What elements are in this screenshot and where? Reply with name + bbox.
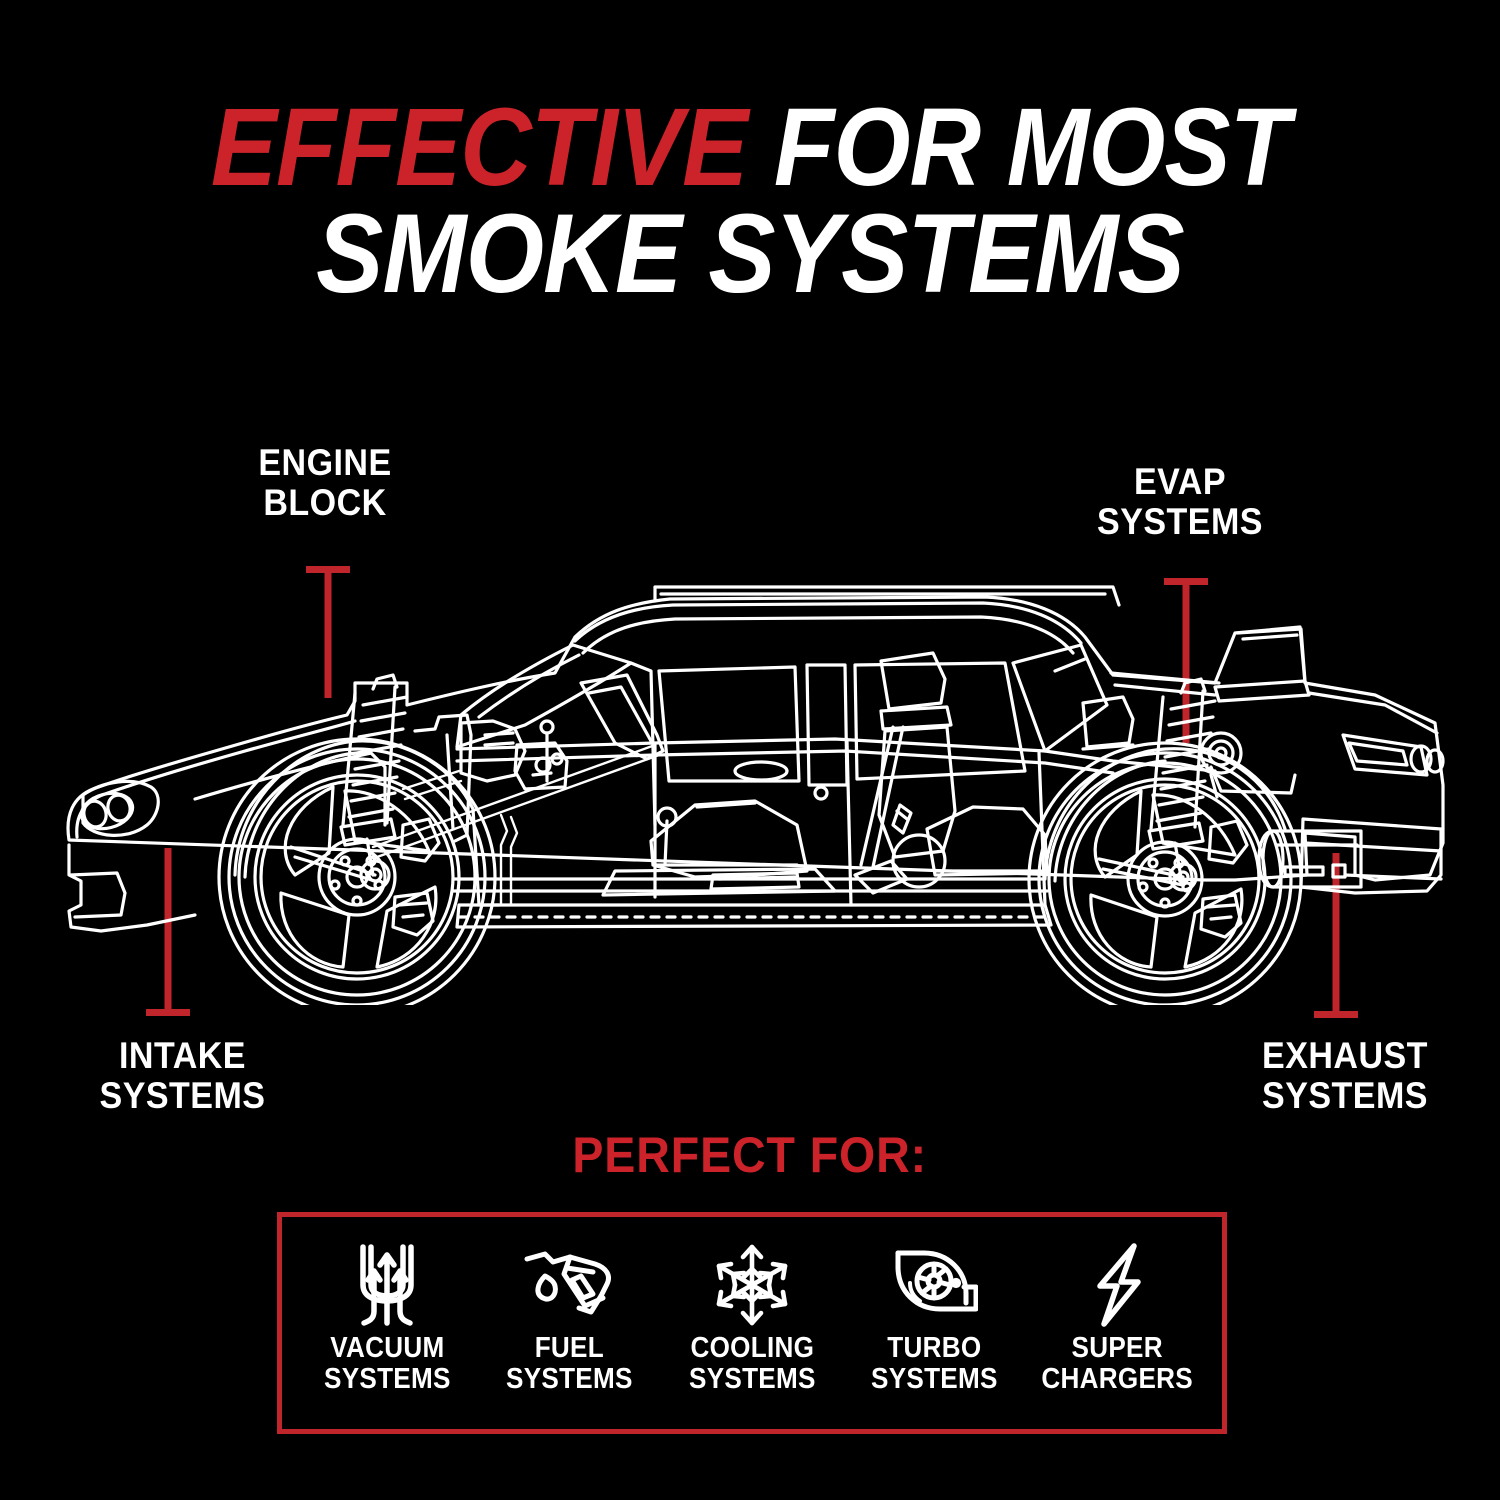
perfect-for-box: VACUUM SYSTEMS FUEL SYSTEMS xyxy=(277,1212,1227,1434)
lightning-bolt-icon xyxy=(1090,1243,1144,1327)
perfect-for-label-cooling: COOLING SYSTEMS xyxy=(688,1332,816,1395)
perfect-for-item-superchargers[interactable]: SUPER CHARGERS xyxy=(1027,1243,1207,1394)
pointer-line-intake xyxy=(146,848,190,1016)
turbocharger-icon xyxy=(890,1243,979,1327)
callout-label-exhaust: EXHAUST SYSTEMS xyxy=(1262,1035,1428,1116)
perfect-for-label-superchargers: SUPER CHARGERS xyxy=(1040,1332,1193,1395)
perfect-for-heading-text: PERFECT FOR: xyxy=(572,1127,928,1183)
perfect-for-item-turbo[interactable]: TURBO SYSTEMS xyxy=(844,1243,1024,1394)
vacuum-chamber-icon xyxy=(350,1243,424,1327)
sports-car-wireframe-icon xyxy=(55,575,1455,1005)
pointer-stem xyxy=(164,848,172,1016)
pointer-stem xyxy=(324,566,332,698)
perfect-for-label-vacuum: VACUUM SYSTEMS xyxy=(323,1332,451,1395)
pointer-cap xyxy=(1314,1011,1358,1018)
headline-words-for-most: FOR MOST xyxy=(747,86,1290,209)
perfect-for-item-fuel[interactable]: FUEL SYSTEMS xyxy=(480,1243,660,1394)
pointer-line-exhaust xyxy=(1314,853,1358,1018)
page-title: EFFECTIVE FOR MOST SMOKE SYSTEMS xyxy=(0,93,1500,316)
pointer-stem xyxy=(1182,578,1190,743)
snowflake-icon xyxy=(711,1243,793,1327)
callout-label-intake: INTAKE SYSTEMS xyxy=(99,1035,266,1116)
headline-line-2: SMOKE SYSTEMS xyxy=(316,190,1185,316)
perfect-for-heading: PERFECT FOR: xyxy=(0,1126,1500,1184)
headline-line-1: EFFECTIVE FOR MOST xyxy=(75,93,1425,203)
headline-word-effective: EFFECTIVE xyxy=(210,86,748,209)
callout-label-engine-block: ENGINE BLOCK xyxy=(258,442,392,523)
pointer-line-evap xyxy=(1164,578,1208,743)
perfect-for-label-turbo: TURBO SYSTEMS xyxy=(871,1332,998,1395)
pointer-stem xyxy=(1332,853,1340,1018)
fuel-nozzle-icon xyxy=(523,1243,617,1327)
callout-label-evap: EVAP SYSTEMS xyxy=(1097,461,1263,542)
pointer-line-engine-block xyxy=(306,566,350,698)
perfect-for-label-fuel: FUEL SYSTEMS xyxy=(506,1332,633,1395)
perfect-for-item-vacuum[interactable]: VACUUM SYSTEMS xyxy=(297,1243,477,1394)
perfect-for-item-cooling[interactable]: COOLING SYSTEMS xyxy=(662,1243,842,1394)
pointer-cap xyxy=(146,1009,190,1016)
